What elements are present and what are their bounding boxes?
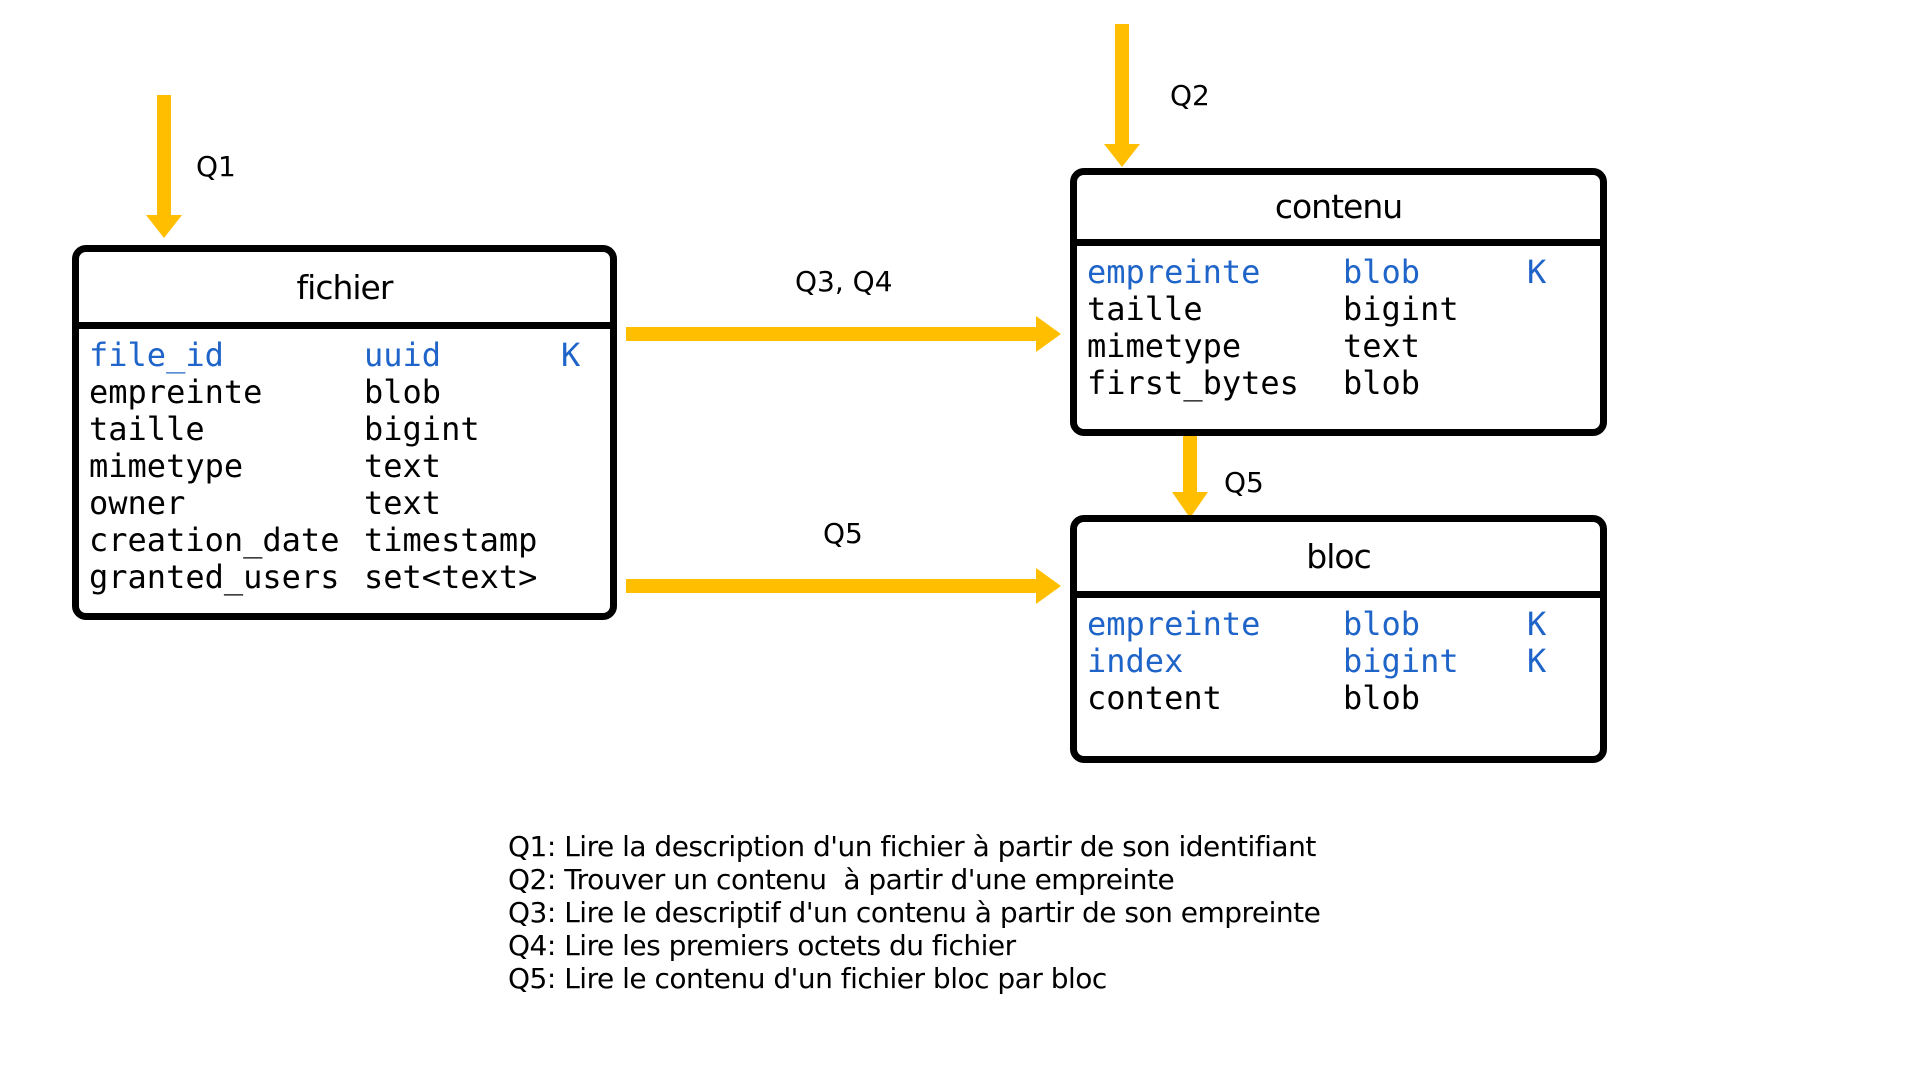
table-fields: empreinte blob K taille bigint mimetype … — [1077, 246, 1600, 402]
table-row: creation_date timestamp — [89, 522, 600, 559]
table-row: first_bytes blob — [1087, 365, 1590, 402]
field-type: blob — [364, 373, 442, 411]
table-contenu: contenu empreinte blob K taille bigint m… — [1070, 168, 1607, 436]
field-type: text — [364, 484, 442, 522]
key-marker: K — [1527, 605, 1547, 643]
table-row: file_id uuid K — [89, 337, 600, 374]
table-row: taille bigint — [1087, 291, 1590, 328]
field-type: bigint — [364, 410, 480, 448]
field-name: creation_date — [89, 521, 340, 559]
field-type: blob — [1343, 364, 1421, 402]
field-name: owner — [89, 484, 186, 522]
legend-item-q3: Q3: Lire le descriptif d'un contenu à pa… — [508, 896, 1321, 929]
field-name: empreinte — [1087, 253, 1261, 291]
query-legend: Q1: Lire la description d'un fichier à p… — [508, 830, 1321, 995]
legend-item-q5: Q5: Lire le contenu d'un fichier bloc pa… — [508, 962, 1107, 995]
field-type: bigint — [1343, 290, 1459, 328]
key-marker: K — [1527, 253, 1547, 291]
table-title: contenu — [1077, 175, 1600, 246]
field-type: blob — [1343, 253, 1421, 291]
field-name: mimetype — [1087, 327, 1242, 365]
table-title: bloc — [1077, 522, 1600, 598]
table-fields: file_id uuid K empreinte blob taille big… — [79, 329, 610, 596]
field-name: empreinte — [1087, 605, 1261, 643]
table-row: index bigint K — [1087, 643, 1590, 680]
arrow-q2 — [1104, 24, 1140, 167]
table-row: content blob — [1087, 680, 1590, 717]
arrow-label-q5-vertical: Q5 — [1224, 466, 1264, 499]
arrow-q5-horizontal — [626, 568, 1061, 604]
arrow-label-q3-q4: Q3, Q4 — [795, 265, 893, 298]
table-row: empreinte blob K — [1087, 606, 1590, 643]
field-name: index — [1087, 642, 1184, 680]
field-name: mimetype — [89, 447, 244, 485]
field-type: timestamp — [364, 521, 538, 559]
arrow-q5-vertical — [1172, 433, 1208, 518]
table-row: empreinte blob K — [1087, 254, 1590, 291]
field-type: blob — [1343, 679, 1421, 717]
arrow-q1 — [146, 95, 182, 238]
field-name: content — [1087, 679, 1222, 717]
field-type: blob — [1343, 605, 1421, 643]
arrow-label-q5-horizontal: Q5 — [823, 517, 863, 550]
table-title: fichier — [79, 252, 610, 329]
key-marker: K — [1527, 642, 1547, 680]
arrow-label-q1: Q1 — [196, 150, 236, 183]
field-type: bigint — [1343, 642, 1459, 680]
legend-item-q1: Q1: Lire la description d'un fichier à p… — [508, 830, 1316, 863]
key-marker: K — [561, 336, 581, 374]
field-type: text — [1343, 327, 1421, 365]
table-row: granted_users set<text> — [89, 559, 600, 596]
field-name: first_bytes — [1087, 364, 1299, 402]
table-row: mimetype text — [1087, 328, 1590, 365]
arrow-q3-q4 — [626, 316, 1061, 352]
table-bloc: bloc empreinte blob K index bigint K con… — [1070, 515, 1607, 763]
field-type: uuid — [364, 336, 442, 374]
table-row: empreinte blob — [89, 374, 600, 411]
field-name: granted_users — [89, 558, 340, 596]
field-name: file_id — [89, 336, 224, 374]
arrow-label-q2: Q2 — [1170, 79, 1210, 112]
field-name: empreinte — [89, 373, 263, 411]
field-type: set<text> — [364, 558, 538, 596]
table-row: taille bigint — [89, 411, 600, 448]
field-name: taille — [89, 410, 205, 448]
field-type: text — [364, 447, 442, 485]
table-fichier: fichier file_id uuid K empreinte blob ta… — [72, 245, 617, 620]
legend-item-q2: Q2: Trouver un contenu à partir d'une em… — [508, 863, 1175, 896]
legend-item-q4: Q4: Lire les premiers octets du fichier — [508, 929, 1016, 962]
table-fields: empreinte blob K index bigint K content … — [1077, 598, 1600, 717]
table-row: owner text — [89, 485, 600, 522]
field-name: taille — [1087, 290, 1203, 328]
table-row: mimetype text — [89, 448, 600, 485]
